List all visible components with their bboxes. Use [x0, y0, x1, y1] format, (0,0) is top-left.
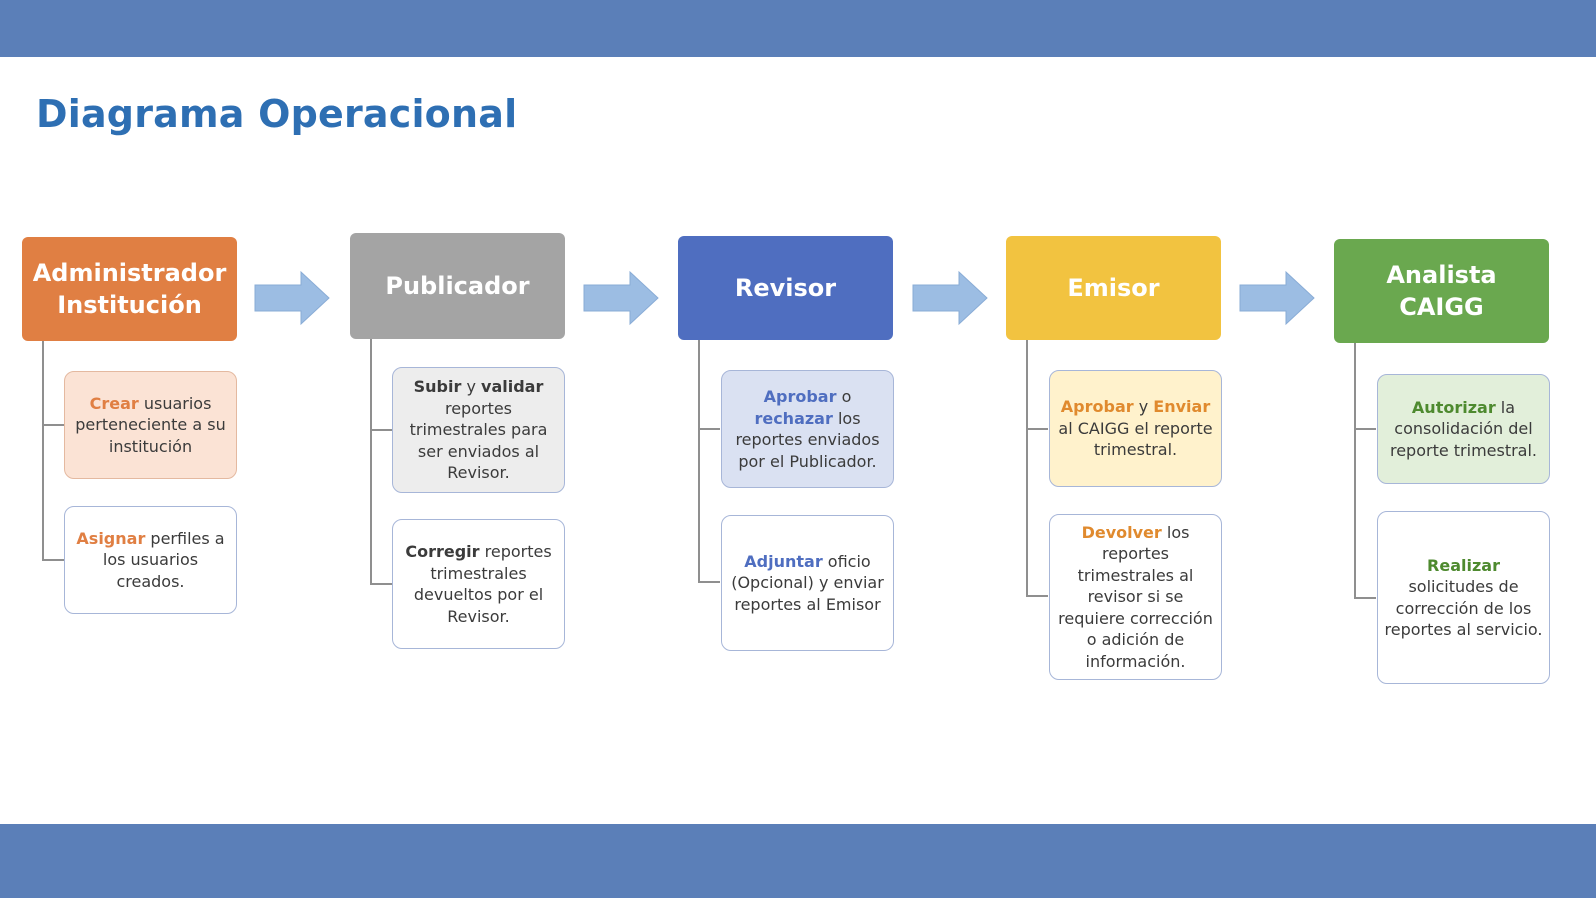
task-text: la consolidación del reporte trimestral. [1389, 397, 1538, 460]
flow-arrow-icon [254, 270, 330, 326]
role-name: Publicador [385, 272, 530, 300]
task-box-realizar-solicitudes: Realizar solicitudes de corrección de lo… [1377, 511, 1550, 684]
task-keyword: Corregir [405, 542, 480, 561]
task-text: usuarios perteneciente a su institución [75, 393, 226, 456]
task-box-corregir-reportes: Corregir reportes trimestrales devueltos… [392, 519, 565, 649]
task-keyword: Crear [89, 393, 139, 413]
role-name-line1: Administrador [32, 259, 227, 287]
task-text: oficio (Opcional) y enviar reportes al E… [731, 551, 884, 614]
task-box-devolver-reportes: Devolver los reportes trimestrales al re… [1049, 514, 1222, 680]
task-box-crear-usuarios: Crear usuarios perteneciente a su instit… [64, 371, 237, 479]
role-publicador: Publicador [350, 233, 565, 339]
connector-branch [1354, 597, 1376, 599]
page-title: Diagrama Operacional [36, 92, 518, 136]
flow-arrow-icon [912, 270, 988, 326]
connector-branch [1026, 595, 1048, 597]
task-keyword: Subir [413, 377, 462, 397]
connector-line [698, 340, 700, 583]
task-box-aprobar-enviar: Aprobar y Enviar al CAIGG el reporte tri… [1049, 370, 1222, 487]
task-keyword: Devolver [1081, 522, 1162, 542]
task-keyword-2: Enviar [1153, 397, 1211, 417]
task-box-aprobar-rechazar: Aprobar o rechazar los reportes enviados… [721, 370, 894, 488]
task-text: solicitudes de corrección de los reporte… [1384, 577, 1543, 639]
connector-branch [370, 429, 392, 431]
task-keyword: Aprobar [763, 387, 837, 406]
connector-line [1354, 343, 1356, 599]
task-box-autorizar-consolidacion: Autorizar la consolidación del reporte t… [1377, 374, 1550, 484]
bottom-banner [0, 824, 1596, 898]
task-text: los reportes trimestrales al revisor si … [1058, 522, 1213, 671]
connector-branch [370, 583, 392, 585]
top-banner [0, 0, 1596, 57]
role-revisor: Revisor [678, 236, 893, 340]
task-conjunction: o [836, 387, 852, 406]
task-box-asignar-perfiles: Asignar perfiles a los usuarios creados. [64, 506, 237, 614]
task-box-adjuntar-oficio: Adjuntar oficio (Opcional) y enviar repo… [721, 515, 894, 651]
task-keyword-2: validar [481, 377, 544, 397]
connector-line [1026, 340, 1028, 597]
task-text: perfiles a los usuarios creados. [102, 528, 225, 591]
task-keyword: Realizar [1427, 555, 1500, 575]
connector-branch [1026, 428, 1048, 430]
flow-arrow-icon [1239, 270, 1315, 326]
role-name-line2: Institución [57, 291, 202, 319]
connector-line [42, 341, 44, 561]
task-conjunction: y [461, 377, 482, 397]
task-text: al CAIGG el reporte trimestral. [1058, 418, 1213, 460]
connector-branch [1354, 428, 1376, 430]
task-keyword: Adjuntar [744, 551, 823, 571]
task-conjunction: y [1133, 397, 1154, 417]
role-analista-caigg: Analista CAIGG [1334, 239, 1549, 343]
task-keyword: Asignar [76, 528, 146, 548]
task-text: reportes trimestrales devueltos por el R… [413, 542, 552, 626]
task-keyword: Aprobar [1060, 397, 1134, 417]
role-emisor: Emisor [1006, 236, 1221, 340]
role-name: Emisor [1067, 274, 1160, 302]
connector-branch [698, 428, 720, 430]
connector-branch [42, 559, 64, 561]
role-name: Analista CAIGG [1386, 261, 1497, 321]
connector-line [370, 339, 372, 585]
task-keyword-2: rechazar [754, 408, 833, 428]
task-box-subir-validar: Subir y validar reportes trimestrales pa… [392, 367, 565, 493]
task-text: reportes trimestrales para ser enviados … [409, 398, 548, 483]
connector-branch [698, 581, 720, 583]
task-keyword: Autorizar [1411, 397, 1496, 417]
flow-arrow-icon [583, 270, 659, 326]
connector-branch [42, 424, 64, 426]
role-name: Revisor [734, 274, 837, 302]
task-text: los reportes enviados por el Publicador. [735, 408, 880, 471]
